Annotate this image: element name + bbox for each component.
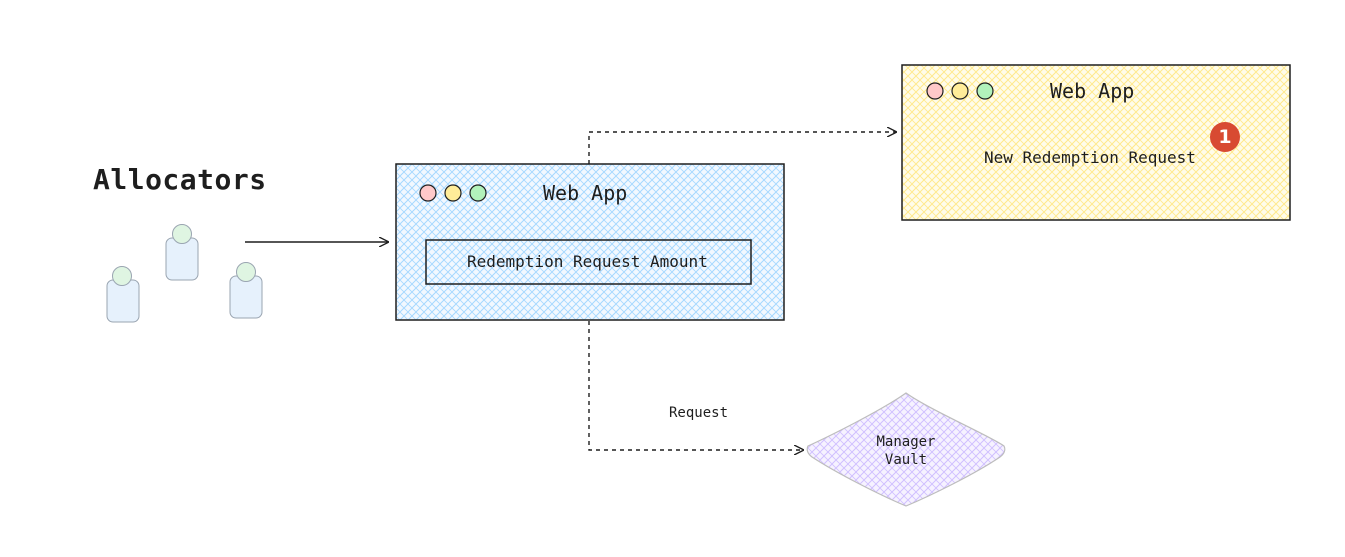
allocator-person-2 <box>165 224 199 281</box>
window-dot-green <box>469 184 487 202</box>
allocators-title: Allocators <box>93 163 267 196</box>
webapp-to-vault-arrow <box>588 321 803 450</box>
notification-badge: 1 <box>1210 122 1240 152</box>
window-dot-yellow <box>444 184 462 202</box>
manager-vault-line2: Vault <box>884 452 928 468</box>
allocator-person-3 <box>229 262 263 319</box>
window-dot-red <box>419 184 437 202</box>
request-edge-label: Request <box>669 405 729 421</box>
web-app-main-title: Web App <box>543 181 628 205</box>
webapp-to-notify-arrow <box>588 132 896 164</box>
manager-vault-label: Manager Vault <box>856 433 956 469</box>
manager-vault-line1: Manager <box>876 434 936 450</box>
window-dot-yellow <box>951 82 969 100</box>
manager-vault-diamond <box>806 392 1006 507</box>
redemption-amount-field-label: Redemption Request Amount <box>467 252 708 271</box>
web-app-notify-title: Web App <box>1050 79 1135 103</box>
allocator-person-1 <box>106 266 140 323</box>
redemption-amount-field-box <box>425 239 752 285</box>
new-redemption-request-message: New Redemption Request <box>984 148 1196 167</box>
window-dot-green <box>976 82 994 100</box>
window-dot-red <box>926 82 944 100</box>
